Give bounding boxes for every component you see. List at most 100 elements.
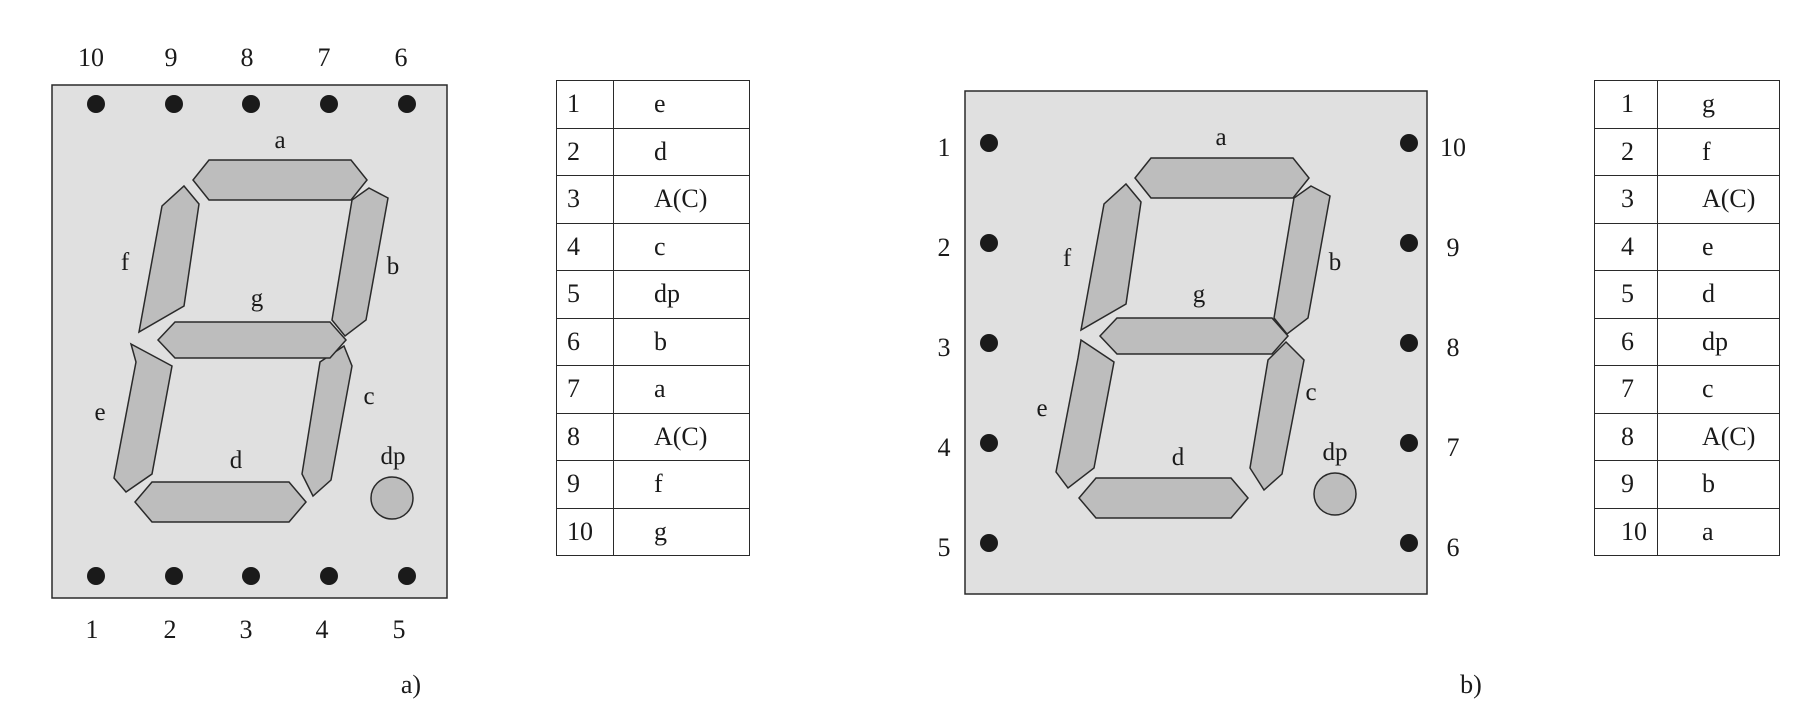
panel-label-a: a) — [401, 670, 421, 699]
pin-dot — [980, 334, 998, 352]
pin-number-cell: 5 — [556, 270, 614, 319]
pin-number: 5 — [938, 533, 951, 562]
pin-signal-cell: d — [612, 127, 751, 176]
table-row: 1 e — [556, 80, 751, 129]
pin-number-cell: 9 — [556, 460, 614, 509]
pin-dot — [242, 567, 260, 585]
segment-label: g — [251, 285, 264, 312]
pin-signal-cell: A(C) — [612, 175, 751, 224]
pin-dot — [1400, 234, 1418, 252]
pin-number: 4 — [938, 433, 951, 462]
panel-b: 1 2 3 4 5 10 9 8 7 6 — [938, 90, 1482, 699]
pin-number-cell: 2 — [556, 127, 614, 176]
pin-signal-cell: A(C) — [1656, 412, 1781, 461]
segment-label: dp — [381, 443, 406, 470]
pin-number-cell: 6 — [1594, 317, 1658, 366]
pin-number: 6 — [1447, 533, 1460, 562]
pin-number-cell: 2 — [1594, 127, 1658, 176]
pin-dot — [87, 567, 105, 585]
table-row: 10 a — [1594, 507, 1781, 556]
segment-a — [1134, 157, 1310, 199]
segment-label: a — [1215, 124, 1226, 151]
segment-f — [1079, 182, 1142, 332]
table-row: 4 e — [1594, 222, 1781, 271]
segment-labels-b: a b c d e f g dp — [1036, 124, 1347, 471]
pin-signal-cell: dp — [612, 270, 751, 319]
pin-number: 8 — [1447, 333, 1460, 362]
pin-number: 6 — [395, 43, 408, 72]
table-row: 8 A(C) — [1594, 412, 1781, 461]
table-row: 6 b — [556, 317, 751, 366]
segment-label: g — [1193, 281, 1206, 308]
table-row: 4 c — [556, 222, 751, 271]
segments-a — [113, 159, 414, 523]
pin-number: 3 — [240, 615, 253, 644]
pin-dot — [320, 95, 338, 113]
pin-number: 2 — [938, 233, 951, 262]
segment-label: a — [274, 127, 285, 154]
pin-dot — [1400, 134, 1418, 152]
segment-label: e — [1036, 395, 1047, 422]
pin-dot — [980, 234, 998, 252]
table-row: 10 g — [556, 507, 751, 556]
pin-number: 5 — [393, 615, 406, 644]
pin-dot — [87, 95, 105, 113]
pin-signal-cell: a — [612, 365, 751, 414]
table-row: 6 dp — [1594, 317, 1781, 366]
segment-c — [301, 344, 353, 498]
pin-dot — [1400, 434, 1418, 452]
segment-dp — [1313, 472, 1357, 516]
segment-c — [1249, 340, 1305, 492]
pin-number-cell: 1 — [556, 80, 614, 129]
pin-signal-cell: d — [1656, 270, 1781, 319]
segment-f — [137, 184, 200, 334]
table-row: 2 d — [556, 127, 751, 176]
pin-number: 1 — [938, 133, 951, 162]
pin-number: 7 — [318, 43, 331, 72]
table-row: 9 b — [1594, 460, 1781, 509]
pin-dot — [165, 95, 183, 113]
pin-signal-cell: A(C) — [612, 412, 751, 461]
segment-label: c — [1305, 379, 1316, 406]
table-row: 8 A(C) — [556, 412, 751, 461]
pin-number: 2 — [164, 615, 177, 644]
panel-a: 10 9 8 7 6 1 2 3 4 5 — [51, 43, 448, 699]
pin-number-cell: 3 — [1594, 175, 1658, 224]
pin-signal-cell: A(C) — [1656, 175, 1781, 224]
pin-signal-cell: dp — [1656, 317, 1781, 366]
table-row: 3 A(C) — [1594, 175, 1781, 224]
pin-signal-cell: g — [1656, 80, 1781, 129]
pin-number-cell: 4 — [1594, 222, 1658, 271]
pin-number-cell: 8 — [556, 412, 614, 461]
pin-signal-cell: b — [1656, 460, 1781, 509]
table-row: 3 A(C) — [556, 175, 751, 224]
pin-number-cell: 9 — [1594, 460, 1658, 509]
pin-signal-cell: b — [612, 317, 751, 366]
pin-number: 1 — [86, 615, 99, 644]
pin-dot — [242, 95, 260, 113]
pin-table-b: 1 g 2 f 3 A(C) 4 e 5 d 6 dp 7 c 8 A(C) — [1594, 80, 1781, 556]
pin-number-cell: 3 — [556, 175, 614, 224]
pin-number: 3 — [938, 333, 951, 362]
segments-b — [1055, 157, 1357, 519]
pin-number: 9 — [165, 43, 178, 72]
pin-number: 4 — [316, 615, 329, 644]
pin-dot — [165, 567, 183, 585]
pin-table-a: 1 e 2 d 3 A(C) 4 c 5 dp 6 b 7 a 8 A(C) — [556, 80, 751, 556]
segment-labels-a: a b c d e f g dp — [94, 127, 405, 474]
table-row: 5 dp — [556, 270, 751, 319]
pin-signal-cell: g — [612, 507, 751, 556]
segment-label: c — [363, 383, 374, 410]
pin-signal-cell: c — [1656, 365, 1781, 414]
pin-number-cell: 7 — [1594, 365, 1658, 414]
pin-signal-cell: e — [612, 80, 751, 129]
table-row: 7 c — [1594, 365, 1781, 414]
pin-number-cell: 10 — [556, 507, 614, 556]
pin-number: 8 — [241, 43, 254, 72]
pin-signal-cell: f — [612, 460, 751, 509]
top-pin-row-a: 10 9 8 7 6 — [78, 43, 416, 113]
pin-signal-cell: c — [612, 222, 751, 271]
pin-number-cell: 10 — [1594, 507, 1658, 556]
pin-number: 7 — [1447, 433, 1460, 462]
